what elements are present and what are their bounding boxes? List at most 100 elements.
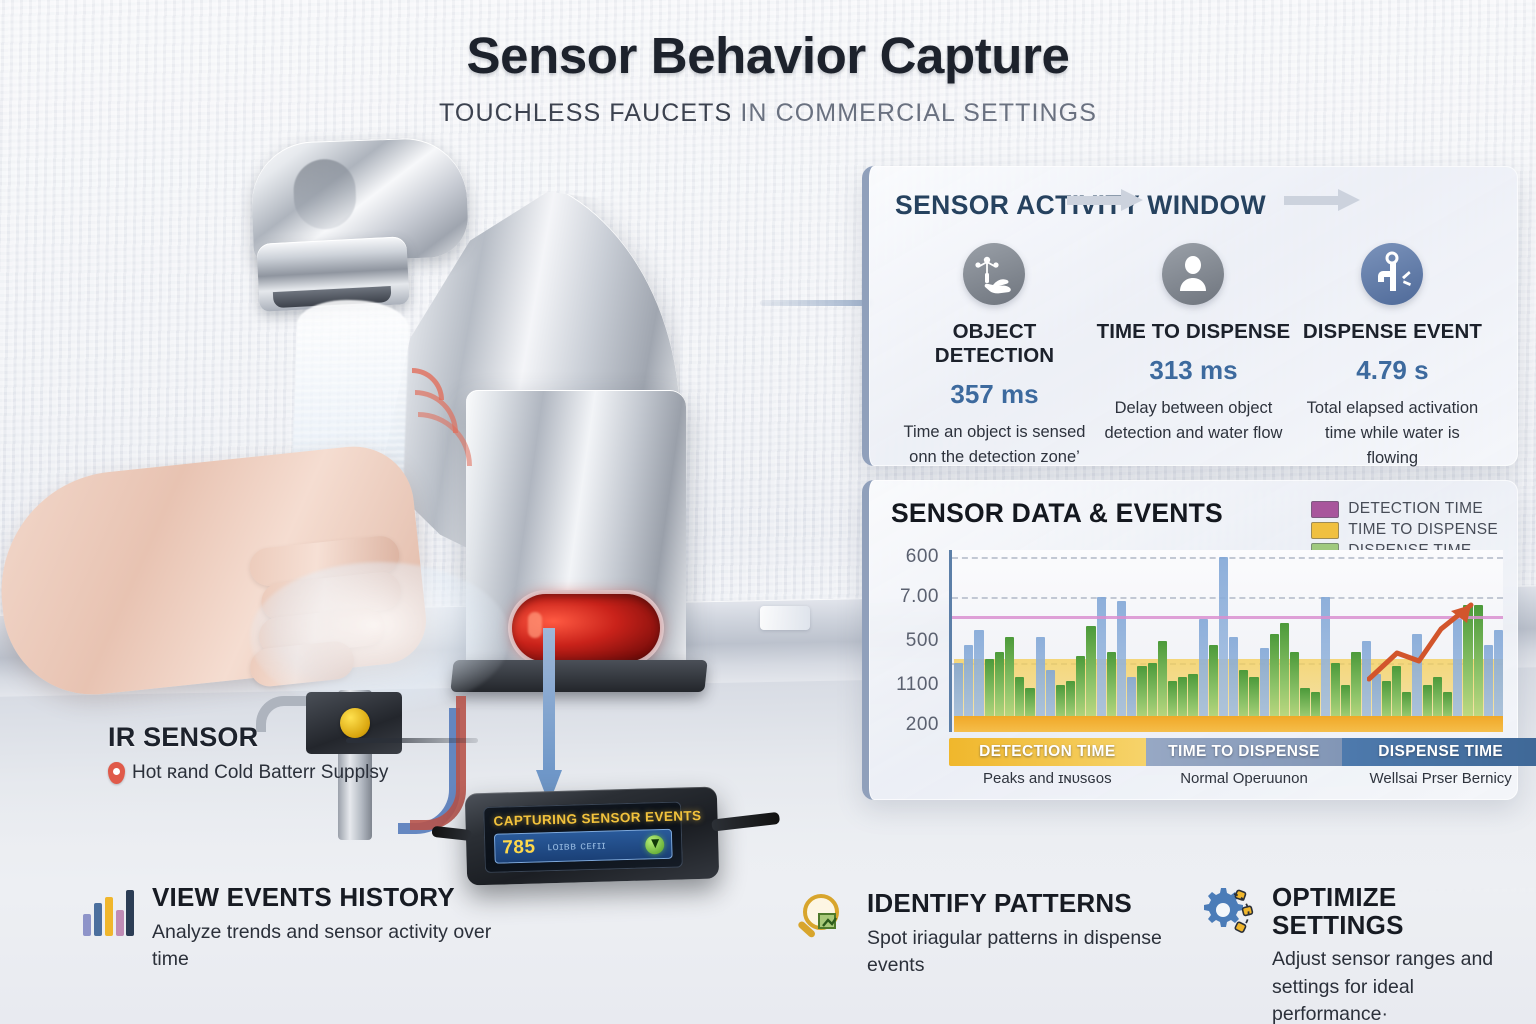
connector-line-to-panel — [760, 300, 872, 306]
bar-chart-icon — [80, 884, 136, 940]
chart-bar — [984, 659, 994, 732]
metric-description: Total elapsed activation time while wate… — [1306, 399, 1479, 468]
chart-bar — [1086, 626, 1096, 732]
chart-bar — [1239, 670, 1249, 732]
y-axis-tick-label: 7.00 — [900, 586, 939, 608]
ir-sensor-callout: IR SENSOR Hot ʀand Cold Batterr Supplsy — [108, 722, 478, 784]
chart-baseline-band — [954, 715, 1503, 732]
chart-bar — [1320, 597, 1330, 732]
feature-title: OPTIMIZE SETTINGS — [1272, 882, 1404, 940]
chart-bar — [1117, 600, 1127, 732]
chart-bar — [1004, 637, 1015, 732]
chart-bar — [1249, 677, 1259, 732]
chart-bar — [1147, 662, 1157, 732]
metric-description: Delay between object detection and water… — [1104, 399, 1283, 443]
activity-panel-title: SENSOR ACTIVITY WINDOW — [895, 190, 1266, 220]
chart-bar — [1432, 677, 1442, 732]
legend-item: DETECTION TIME — [1311, 500, 1498, 518]
chart-bar — [1218, 557, 1229, 732]
chart-bar — [1178, 677, 1188, 732]
metrics-row: OBJECT DETECTION 357 ms Time an object i… — [895, 189, 1492, 471]
chart-bar — [1310, 691, 1320, 732]
metric-value: 313 ms — [1149, 355, 1238, 385]
arrow-body — [1283, 196, 1340, 205]
y-axis-tick-label: 1100 — [896, 673, 939, 695]
category-sublabel: Normal Operuunon — [1180, 770, 1308, 787]
chart-bar — [1412, 633, 1422, 732]
chart-bar — [1269, 633, 1279, 732]
feature-description: Spot iriagular patterns in dispense even… — [867, 926, 1162, 977]
chart-category-bar: DETECTION TIME TIME TO DISPENSE DISPENSE… — [949, 738, 1536, 766]
y-axis-tick-label: 200 — [905, 713, 939, 735]
hand-sensor-icon — [963, 243, 1026, 305]
chart-bars — [954, 550, 1504, 732]
metric-value: 4.79 s — [1356, 355, 1429, 385]
chart-bar — [974, 630, 984, 732]
chart-bar — [964, 644, 974, 732]
metric-label: OBJECT DETECTION — [934, 320, 1055, 367]
category-detection-time: DETECTION TIME — [949, 738, 1146, 766]
chart-bar — [954, 662, 964, 732]
page-subtitle: TOUCHLESS FAUCETS IN COMMERCIAL SETTINGS — [0, 99, 1536, 128]
chart-bar — [1463, 604, 1473, 732]
feature-optimize-settings[interactable]: OPTIMIZE SETTINGS Adjust sensor ranges a… — [1200, 882, 1530, 1024]
page-title: Sensor Behavior Capture — [466, 27, 1070, 84]
chart-bar — [1229, 637, 1239, 732]
chart-bar — [1198, 619, 1208, 732]
metric-time-to-dispense: TIME TO DISPENSE 313 ms Delay between ob… — [1094, 243, 1293, 471]
legend-label: TIME TO DISPENSE — [1348, 521, 1498, 538]
metric-description: Time an object is sensed onn the detecti… — [903, 423, 1086, 467]
feature-description: Analyze trends and sensor activity over … — [152, 920, 492, 971]
valve-knob-icon — [340, 708, 370, 738]
arrow-body — [1067, 196, 1124, 205]
chart-bar — [1106, 651, 1116, 732]
chart-bar — [1473, 604, 1483, 732]
down-arrow-icon — [536, 628, 562, 806]
category-dispense-time: DISPENSE TIME — [1342, 738, 1536, 766]
chart-bar — [1259, 648, 1269, 732]
chart-bar — [1015, 677, 1025, 732]
chart-bar — [1280, 622, 1290, 732]
legend-swatch-time-to-dispense — [1311, 521, 1340, 539]
supply-hose-grey — [256, 696, 322, 732]
chart-bar — [1127, 677, 1137, 732]
legend-label: DETECTION TIME — [1348, 500, 1484, 517]
connector-stub — [760, 606, 810, 630]
chart-bar — [1066, 681, 1076, 732]
chart-bar — [1045, 670, 1055, 732]
chart-header: SENSOR DATA & EVENTS DETECTION TIME TIME… — [891, 498, 1498, 563]
chart-title: SENSOR DATA & EVENTS — [891, 498, 1223, 528]
touchless-faucet-illustration — [0, 132, 800, 712]
feature-identify-patterns[interactable]: IDENTIFY PATTERNS Spot iriagular pattern… — [795, 888, 1165, 980]
chart-bar — [1443, 691, 1453, 732]
category-time-to-dispense: TIME TO DISPENSE — [1145, 738, 1343, 766]
detection-time-trend-line — [952, 615, 1503, 619]
chart-bar — [1483, 644, 1493, 732]
chart-y-axis: 600 7.00 500 1100 200 — [891, 546, 947, 734]
supply-hose-hot — [410, 696, 466, 830]
feature-view-events-history[interactable]: VIEW EVENTS HISTORY Analyze trends and s… — [80, 883, 530, 974]
chart-plot — [949, 550, 1504, 732]
metric-value: 357 ms — [950, 379, 1039, 409]
chart-bar — [1371, 673, 1381, 732]
sensor-activity-window-panel: SENSOR ACTIVITY WINDOW — [862, 166, 1518, 467]
sensor-controller-device[interactable]: CAPTURING SENSOR EVENTS 785 ʟᴏɪʙʙ ᴄᴇғɪɪ — [431, 786, 781, 886]
y-axis-tick-label: 600 — [905, 546, 939, 568]
category-sublabel: Wellsai Prser Bernicy — [1369, 770, 1512, 787]
legend-swatch-detection-time — [1311, 500, 1340, 518]
chart-bar — [1453, 619, 1463, 732]
arrow-head — [1121, 189, 1144, 211]
y-axis-tick-label: 500 — [905, 630, 939, 651]
chart-plot-area: 600 7.00 500 1100 200 — [891, 546, 1504, 735]
chart-category-sublabels: Peaks and ɪɴᴜsɢᴏs Normal Operuunon Wells… — [949, 770, 1536, 787]
feature-title: IDENTIFY PATTERNS — [867, 888, 1132, 918]
magnifier-icon — [795, 890, 851, 946]
download-icon[interactable] — [644, 834, 665, 855]
map-pin-icon — [108, 762, 125, 784]
metric-label: DISPENSE EVENT — [1302, 320, 1482, 343]
feature-text: VIEW EVENTS HISTORY Analyze trends and s… — [152, 883, 530, 974]
chart-bar — [1157, 641, 1167, 732]
controller-sub-text: ʟᴏɪʙʙ ᴄᴇғɪɪ — [547, 839, 607, 854]
ir-sensor-window — [512, 594, 660, 662]
category-sublabel: Peaks and ɪɴᴜsɢᴏs — [983, 770, 1112, 787]
